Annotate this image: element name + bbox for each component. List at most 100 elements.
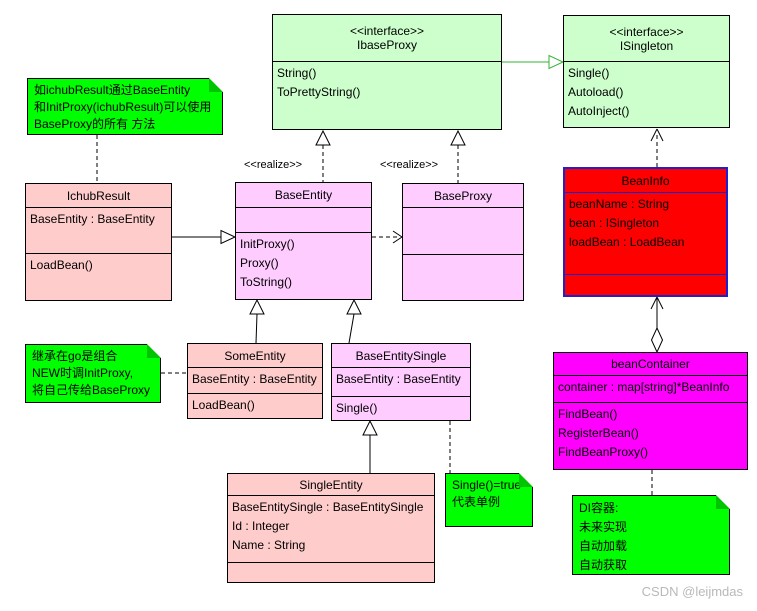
realization-arrowhead-ibaseproxy-right [450,129,466,146]
note-fold-corner [519,473,533,487]
note-fold-corner [209,78,223,92]
class-title: SingleEntity [228,474,434,495]
attribute: bean : ISingleton [569,216,660,230]
attribute: BaseEntity : BaseEntity [336,372,461,386]
class-title: beanContainer [554,353,747,375]
class-ichubresult: IchubResult BaseEntity : BaseEntity Load… [25,183,172,301]
methods-compartment [403,254,523,300]
methods-compartment: FindBean() RegisterBean() FindBeanProxy(… [554,402,747,469]
stereotype-label: <<interface>> [609,24,684,39]
class-singleentity: SingleEntity BaseEntitySingle : BaseEnti… [227,473,435,583]
class-name: BaseEntity [274,188,333,202]
class-name: BaseProxy [433,188,493,203]
class-name: IchubResult [66,188,131,203]
method: InitProxy() [240,237,295,251]
attributes-compartment [236,207,371,232]
class-baseproxy: BaseProxy [402,183,524,301]
generalization-arrowhead-isingleton [548,54,565,70]
class-name: SingleEntity [299,477,363,492]
class-title: BaseEntitySingle [332,344,470,367]
methods-compartment: LoadBean() [188,393,322,418]
note-fold-corner [716,495,730,509]
method: LoadBean() [30,258,93,272]
class-beancontainer: beanContainer container : map[string]*Be… [553,352,748,470]
aggregation-arrowhead-beaninfo-a [650,296,658,310]
method: RegisterBean() [558,426,639,440]
note-line: 和InitProxy(ichubResult)可以使用 [34,100,212,114]
method: Single() [568,66,610,80]
generalization-line-someentity-baseentity [255,313,258,344]
attribute: container : map[string]*BeanInfo [558,380,730,394]
attribute: BaseEntitySingle : BaseEntitySingle [232,500,424,514]
class-title: BaseEntity [236,183,371,207]
method: Proxy() [240,256,279,270]
class-isingleton: <<interface>> ISingleton Single() Autolo… [563,15,730,128]
note-line: 继承在go是组合 [32,349,118,363]
methods-compartment [228,562,434,582]
aggregation-diamond-beancontainer [650,326,664,354]
attribute: beanName : String [569,197,670,211]
class-name: BeanInfo [621,173,670,188]
attributes-compartment: BaseEntity : BaseEntity [332,367,470,396]
methods-compartment: InitProxy() Proxy() ToString() [236,232,371,299]
generalization-arrowhead-baseentity-bottom-right [346,298,362,315]
method: Autoload() [568,85,624,99]
dependency-arrowhead-isingleton-a [650,128,658,142]
methods-compartment: Single() [332,396,470,420]
class-title: BeanInfo [565,169,726,192]
class-someentity: SomeEntity BaseEntity : BaseEntity LoadB… [187,343,323,419]
methods-compartment [565,274,726,295]
attribute: loadBean : LoadBean [569,235,685,249]
attribute: Id : Integer [232,519,290,533]
note-single: Single()=true 代表单例 [445,473,533,527]
class-name: IbaseProxy [356,38,418,52]
method: FindBean() [558,407,618,421]
attributes-compartment: BaseEntitySingle : BaseEntitySingle Id :… [228,495,434,562]
note-inherit: 继承在go是组合 NEW时调InitProxy, 将自己传给BaseProxy [25,344,161,403]
stereotype-label: <<interface>> [349,24,425,38]
note-line: 将自己传给BaseProxy [32,383,151,397]
class-title: <<interface>> ISingleton [564,16,729,61]
methods-compartment: String() ToPrettyString() [273,61,501,129]
note-line: 如ichubResult通过BaseEntity [34,83,191,97]
aggregation-arrowhead-beaninfo-b [656,296,664,310]
note-line: BaseProxy的所有 方法 [34,117,156,131]
class-title: IchubResult [26,184,171,207]
attributes-compartment: beanName : String bean : ISingleton load… [565,192,726,274]
generalization-arrowhead-baseentitysingle-bottom [362,419,378,436]
method: Single() [336,401,378,415]
generalization-arrowhead-baseentity-left [220,229,237,245]
class-ibaseproxy: <<interface>> IbaseProxy String() ToPret… [272,14,502,130]
method: LoadBean() [192,398,255,412]
class-name: ISingleton [619,38,674,53]
dependency-arrowhead-baseproxy-b [392,236,403,244]
note-line: 自动加载 [579,539,628,553]
generalization-line-baseentitysingle-baseentity [348,313,355,344]
method: ToString() [240,275,293,289]
methods-compartment: LoadBean() [26,253,171,300]
note-fold-corner [147,344,161,358]
note-line: 代表单例 [452,495,501,509]
class-beaninfo: BeanInfo beanName : String bean : ISingl… [563,167,728,297]
method: FindBeanProxy() [558,445,649,459]
realize-stereotype-label-right: <<realize>> [380,159,439,171]
dependency-arrowhead-isingleton-b [656,128,664,142]
note-di-container: DI容器: 未来实现 自动加载 自动获取 [572,495,730,575]
attributes-compartment: BaseEntity : BaseEntity [26,207,171,253]
method: ToPrettyString() [277,85,361,99]
attributes-compartment: container : map[string]*BeanInfo [554,375,747,402]
generalization-arrowhead-baseentity-bottom-left [249,298,265,315]
class-baseentitysingle: BaseEntitySingle BaseEntity : BaseEntity… [331,343,471,421]
class-name: beanContainer [611,357,690,371]
attribute: BaseEntity : BaseEntity [192,372,317,386]
class-name: BaseEntitySingle [355,348,447,363]
attribute: BaseEntity : BaseEntity [30,212,155,226]
attributes-compartment [403,207,523,254]
class-name: SomeEntity [224,348,286,363]
note-line: Single()=true [452,478,522,492]
realization-arrowhead-ibaseproxy-left [315,129,331,146]
class-baseentity: BaseEntity InitProxy() Proxy() ToString(… [235,182,372,300]
attributes-compartment: BaseEntity : BaseEntity [188,367,322,393]
realize-stereotype-label-left: <<realize>> [244,159,303,171]
dependency-arrowhead-baseproxy-a [392,230,403,238]
